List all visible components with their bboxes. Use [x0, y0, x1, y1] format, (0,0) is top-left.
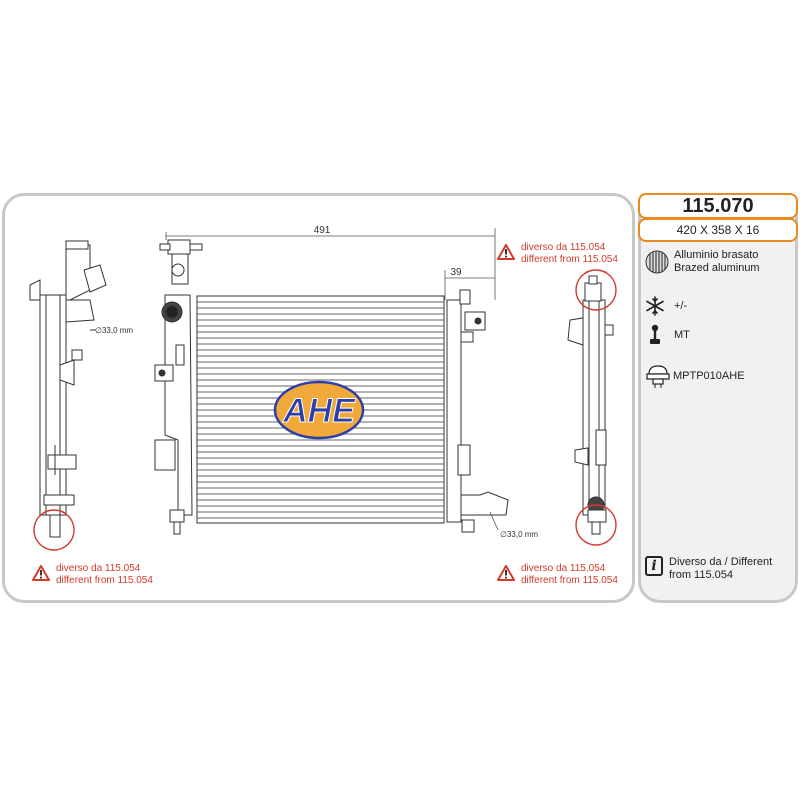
- brazed-aluminum-icon: [645, 250, 669, 274]
- cap-row: MPTP010AHE: [645, 362, 745, 390]
- transmission-row: MT: [645, 324, 690, 346]
- right-side-view: [567, 269, 617, 546]
- pipe-diameter-left: ∅33,0 mm: [95, 326, 133, 335]
- material-italian: Alluminio brasato: [674, 249, 759, 261]
- info-icon: i: [645, 556, 663, 576]
- logo-text: AHE: [282, 392, 356, 430]
- warning-text-it: diverso da 115.054: [521, 242, 606, 253]
- ac-row: +/-: [645, 296, 687, 316]
- warning-icon: [497, 565, 515, 581]
- cap-value: MPTP010AHE: [673, 370, 745, 382]
- ac-value: +/-: [674, 300, 688, 312]
- info-text: Diverso da / Different from 115.054: [669, 556, 773, 581]
- warning-text-it: diverso da 115.054: [56, 563, 141, 574]
- warning-icon: [497, 244, 515, 260]
- material-row: Alluminio brasato Brazed aluminum: [645, 249, 760, 275]
- width-dimension: 491: [314, 225, 331, 236]
- info-note: i Diverso da / Different from 115.054: [645, 556, 794, 582]
- material-english: Brazed aluminum: [674, 262, 760, 274]
- warning-text-en: different from 115.054: [521, 575, 618, 586]
- warning-text-en: different from 115.054: [521, 254, 618, 265]
- product-dimensions: 420 X 358 X 16: [638, 218, 798, 242]
- gear-stick-icon: [650, 324, 660, 344]
- left-side-view: [29, 240, 107, 551]
- warning-icon: [32, 565, 50, 581]
- radiator-cap-icon: [646, 365, 670, 388]
- transmission-value: MT: [674, 329, 690, 341]
- warning-text-it: diverso da 115.054: [521, 563, 606, 574]
- offset-dimension: 39: [450, 267, 462, 278]
- warning-text-en: different from 115.054: [56, 575, 153, 586]
- snowflake-icon: [646, 296, 664, 316]
- ahe-logo: AHE: [273, 380, 365, 440]
- pipe-diameter-right: ∅33,0 mm: [500, 530, 538, 539]
